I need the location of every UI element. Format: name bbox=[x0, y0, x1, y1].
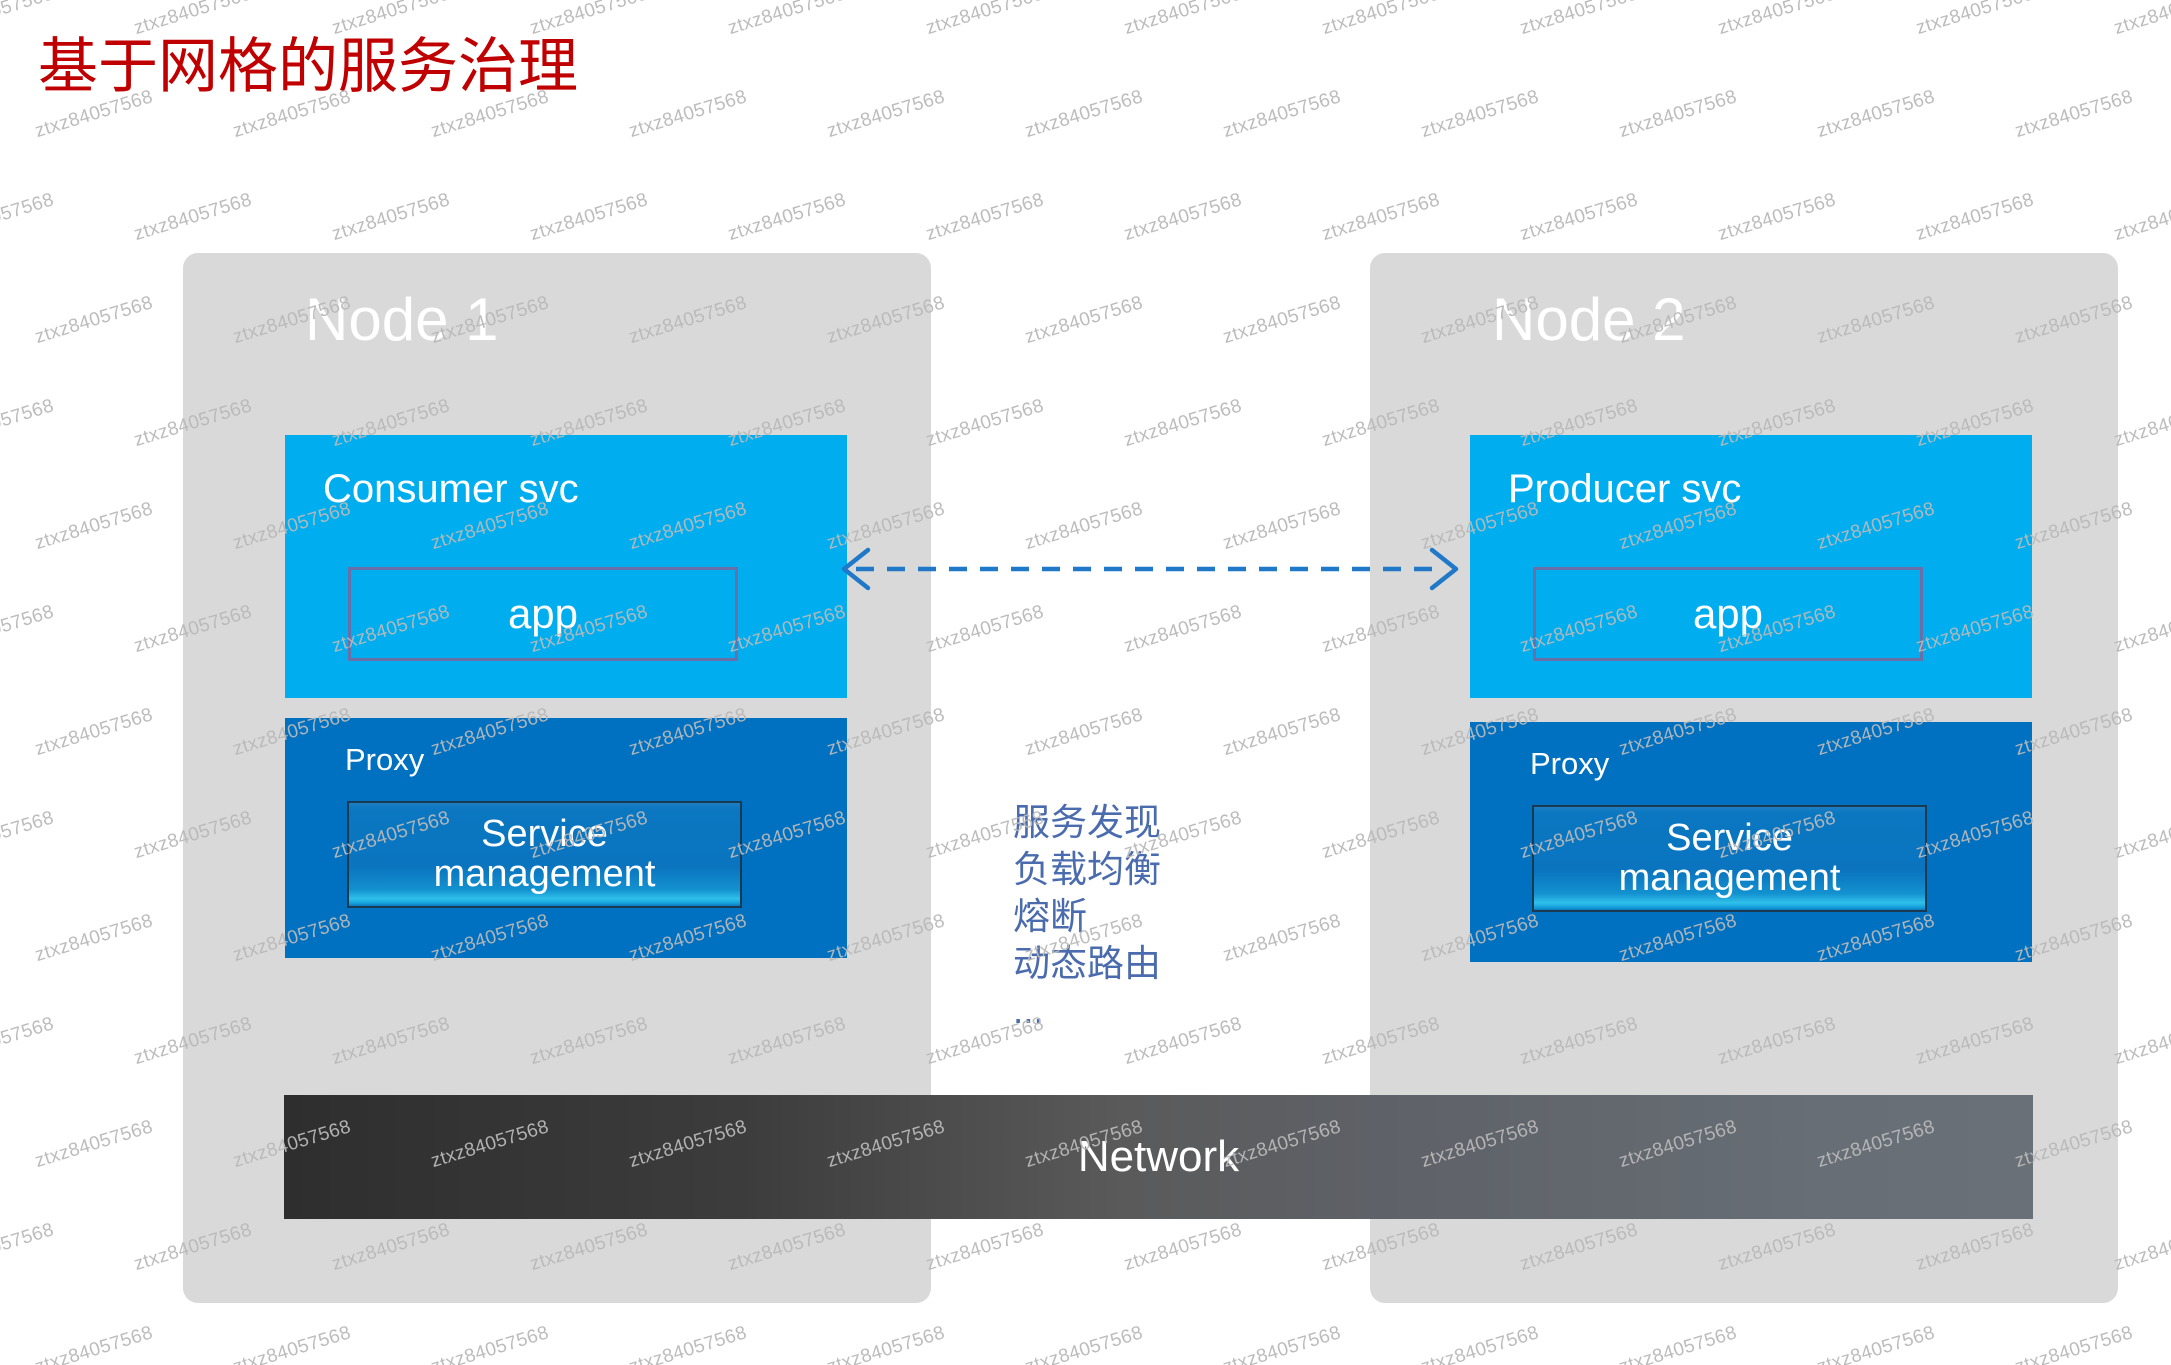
service-management-box-2: Service management bbox=[1532, 805, 1927, 912]
watermark-text: ztxz84057568 bbox=[0, 1013, 57, 1070]
watermark-text: ztxz84057568 bbox=[1814, 86, 1938, 143]
governance-feature-list: 服务发现 负载均衡 熔断 动态路由 ... bbox=[1013, 800, 1161, 1035]
watermark-text: ztxz84057568 bbox=[1022, 292, 1146, 349]
watermark-text: ztxz84057568 bbox=[2012, 86, 2136, 143]
consumer-app-box: app bbox=[348, 567, 738, 661]
watermark-text: ztxz84057568 bbox=[2111, 1219, 2171, 1276]
producer-service-box: Producer svc app bbox=[1470, 435, 2032, 698]
watermark-text: ztxz84057568 bbox=[1814, 1322, 1938, 1365]
watermark-text: ztxz84057568 bbox=[1517, 189, 1641, 246]
node-title-2: Node 2 bbox=[1492, 286, 1686, 353]
watermark-text: ztxz84057568 bbox=[2111, 807, 2171, 864]
watermark-text: ztxz84057568 bbox=[1319, 0, 1443, 40]
watermark-text: ztxz84057568 bbox=[1121, 601, 1245, 658]
watermark-text: ztxz84057568 bbox=[2012, 1322, 2136, 1365]
watermark-text: ztxz84057568 bbox=[32, 1116, 156, 1173]
watermark-text: ztxz84057568 bbox=[0, 189, 57, 246]
watermark-text: ztxz84057568 bbox=[1022, 86, 1146, 143]
watermark-text: ztxz84057568 bbox=[1715, 189, 1839, 246]
watermark-text: ztxz84057568 bbox=[230, 1322, 354, 1365]
watermark-text: ztxz84057568 bbox=[329, 189, 453, 246]
watermark-text: ztxz84057568 bbox=[1913, 0, 2037, 40]
watermark-text: ztxz84057568 bbox=[1517, 0, 1641, 40]
watermark-text: ztxz84057568 bbox=[1022, 1322, 1146, 1365]
watermark-text: ztxz84057568 bbox=[725, 0, 849, 40]
proxy-box-1: Proxy Service management bbox=[285, 718, 847, 958]
proxy-label-1: Proxy bbox=[345, 742, 425, 777]
watermark-text: ztxz84057568 bbox=[1913, 189, 2037, 246]
watermark-text: ztxz84057568 bbox=[32, 498, 156, 555]
watermark-text: ztxz84057568 bbox=[1220, 86, 1344, 143]
network-label: Network bbox=[1077, 1132, 1240, 1181]
watermark-text: ztxz84057568 bbox=[1319, 189, 1443, 246]
watermark-text: ztxz84057568 bbox=[923, 395, 1047, 452]
watermark-text: ztxz84057568 bbox=[1418, 1322, 1542, 1365]
service-management-label-1: Service management bbox=[433, 812, 656, 895]
producer-service-label: Producer svc bbox=[1508, 467, 1742, 511]
watermark-text: ztxz84057568 bbox=[0, 807, 57, 864]
watermark-text: ztxz84057568 bbox=[32, 1322, 156, 1365]
watermark-text: ztxz84057568 bbox=[0, 395, 57, 452]
watermark-text: ztxz84057568 bbox=[1616, 1322, 1740, 1365]
bidirectional-dashed-arrow bbox=[841, 547, 1459, 591]
producer-app-box: app bbox=[1533, 567, 1923, 661]
watermark-text: ztxz84057568 bbox=[923, 0, 1047, 40]
watermark-text: ztxz84057568 bbox=[1022, 704, 1146, 761]
watermark-text: ztxz84057568 bbox=[1121, 395, 1245, 452]
watermark-text: ztxz84057568 bbox=[32, 704, 156, 761]
proxy-label-2: Proxy bbox=[1530, 746, 1610, 781]
proxy-box-2: Proxy Service management bbox=[1470, 722, 2032, 962]
watermark-text: ztxz84057568 bbox=[2111, 0, 2171, 40]
watermark-text: ztxz84057568 bbox=[0, 1219, 57, 1276]
watermark-text: ztxz84057568 bbox=[626, 86, 750, 143]
service-management-label-2: Service management bbox=[1618, 816, 1841, 899]
watermark-text: ztxz84057568 bbox=[131, 189, 255, 246]
consumer-service-label: Consumer svc bbox=[323, 467, 579, 511]
producer-app-label: app bbox=[1692, 590, 1764, 637]
watermark-text: ztxz84057568 bbox=[725, 189, 849, 246]
watermark-text: ztxz84057568 bbox=[1220, 910, 1344, 967]
watermark-text: ztxz84057568 bbox=[2111, 395, 2171, 452]
watermark-text: ztxz84057568 bbox=[2111, 601, 2171, 658]
node-title-1: Node 1 bbox=[305, 286, 499, 353]
watermark-text: ztxz84057568 bbox=[1616, 86, 1740, 143]
watermark-text: ztxz84057568 bbox=[1715, 0, 1839, 40]
watermark-text: ztxz84057568 bbox=[1121, 1219, 1245, 1276]
feature-item: 熔断 bbox=[1013, 895, 1087, 937]
watermark-text: ztxz84057568 bbox=[2111, 189, 2171, 246]
service-management-box-1: Service management bbox=[347, 801, 742, 908]
watermark-text: ztxz84057568 bbox=[32, 910, 156, 967]
watermark-text: ztxz84057568 bbox=[2111, 1013, 2171, 1070]
consumer-app-label: app bbox=[507, 590, 579, 637]
watermark-text: ztxz84057568 bbox=[923, 189, 1047, 246]
watermark-text: ztxz84057568 bbox=[1418, 86, 1542, 143]
watermark-text: ztxz84057568 bbox=[527, 189, 651, 246]
watermark-text: ztxz84057568 bbox=[923, 1219, 1047, 1276]
watermark-text: ztxz84057568 bbox=[923, 601, 1047, 658]
page-title: 基于网格的服务治理 bbox=[38, 33, 578, 100]
watermark-text: ztxz84057568 bbox=[1121, 0, 1245, 40]
watermark-text: ztxz84057568 bbox=[626, 1322, 750, 1365]
watermark-text: ztxz84057568 bbox=[824, 1322, 948, 1365]
feature-item: ... bbox=[1013, 989, 1044, 1031]
watermark-text: ztxz84057568 bbox=[1121, 189, 1245, 246]
network-bar: Network bbox=[284, 1095, 2033, 1219]
watermark-text: ztxz84057568 bbox=[1220, 292, 1344, 349]
watermark-text: ztxz84057568 bbox=[0, 601, 57, 658]
watermark-text: ztxz84057568 bbox=[1220, 704, 1344, 761]
consumer-service-box: Consumer svc app bbox=[285, 435, 847, 698]
watermark-text: ztxz84057568 bbox=[32, 292, 156, 349]
feature-item: 动态路由 bbox=[1013, 942, 1161, 984]
feature-item: 服务发现 bbox=[1013, 802, 1161, 843]
watermark-text: ztxz84057568 bbox=[824, 86, 948, 143]
watermark-text: ztxz84057568 bbox=[1220, 1322, 1344, 1365]
feature-item: 负载均衡 bbox=[1013, 848, 1161, 890]
watermark-text: ztxz84057568 bbox=[428, 1322, 552, 1365]
